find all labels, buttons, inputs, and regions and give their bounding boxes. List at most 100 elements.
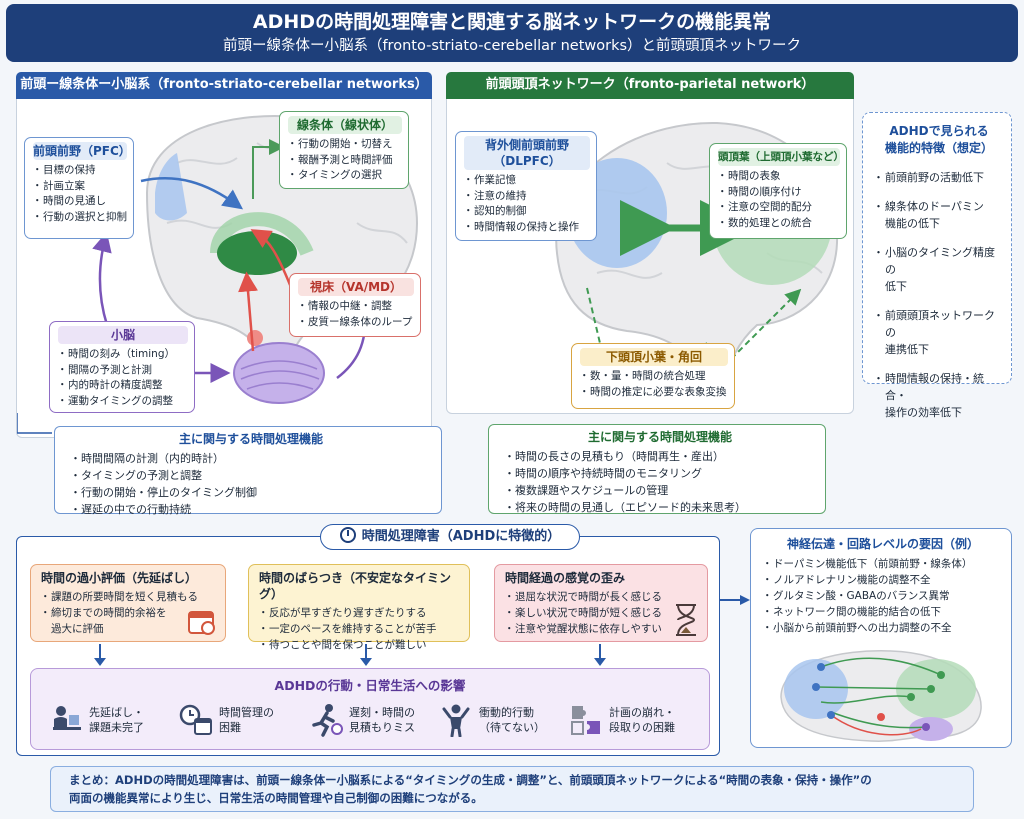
parietal-title: 頭頂葉（上頭頂小葉など） (718, 148, 844, 166)
cerebellum-item: 内的時計の精度調整 (57, 378, 188, 394)
variability-title: 時間のばらつき（不安定なタイミング） (259, 571, 452, 601)
variability-item: 待つことや間を保つことが難しい (258, 637, 461, 653)
impulsive-person-icon (442, 704, 470, 737)
impact-label: 計画の崩れ・ 段取りの困難 (609, 706, 675, 734)
distortion-item: 退屈な状況で時間が長く感じる (504, 589, 699, 605)
variability-item: 一定のペースを維持することが苦手 (258, 621, 461, 637)
ipl-item: 数・量・時間の統合処理 (579, 369, 728, 385)
features-title: ADHDで見られる 機能的特徴（想定） (884, 124, 993, 155)
neuro-link-arrow (720, 595, 750, 605)
impact-item: 先延ばし・ 課題未完了 (49, 703, 179, 743)
left-function-item: 時間間隔の計測（内的時計） (70, 450, 431, 467)
thalamus-box: 視床（VA/MD） 情報の中継・調整 皮質ー線条体のループ (289, 273, 421, 337)
impact-label: 遅刻・時間の 見積もりミス (349, 706, 415, 734)
cerebellum-box: 小脳 時間の刻み（timing） 間隔の予測と計測 内的時計の精度調整 運動タイ… (49, 321, 195, 413)
impact-item: 計画の崩れ・ 段取りの困難 (569, 703, 709, 743)
cerebellum-item: 間隔の予測と計測 (57, 363, 188, 379)
ipl-title: 下頭頂小葉・角回 (580, 348, 728, 366)
neuro-factors-box: 神経伝達・回路レベルの要因（例） ドーパミン機能低下（前頭前野・線条体） ノルア… (750, 528, 1012, 748)
dlpfc-box: 背外側前頭前野（DLPFC） 作業記憶 注意の維持 認知的制御 時間情報の保持と… (455, 131, 597, 241)
network-brain-illustration (780, 650, 982, 742)
striatum-box: 線条体（線状体） 行動の開始・切替え 報酬予測と時間評価 タイミングの選択 (279, 111, 409, 189)
pfc-item: 計画立案 (32, 179, 127, 195)
neuro-item: ノルアドレナリン機能の調整不全 (762, 572, 1003, 588)
right-function-item: 複数課題やスケジュールの管理 (504, 482, 815, 499)
neuro-item: 小脳から前頭前野への出力調整の不全 (762, 620, 1003, 636)
cerebellum-title: 小脳 (58, 326, 188, 344)
underestimation-item: 課題の所要時間を短く見積もる (40, 589, 217, 605)
ipl-box: 下頭頂小葉・角回 数・量・時間の統合処理 時間の推定に必要な表象変換 (571, 343, 735, 409)
dlpfc-item: 時間情報の保持と操作 (463, 220, 590, 236)
page-title: ADHDの時間処理障害と関連する脳ネットワークの機能異常 (252, 11, 772, 33)
striatum-item: 行動の開始・切替え (287, 137, 402, 153)
impairment-title: 時間処理障害（ADHDに特徴的） (361, 529, 561, 544)
underestimation-title: 時間の過小評価（先延ばし） (41, 571, 198, 585)
impact-title: ADHDの行動・日常生活への影響 (274, 678, 466, 693)
distortion-item: 楽しい状況で時間が短く感じる (504, 605, 699, 621)
right-functions-box: 主に関与する時間処理機能 時間の長さの見積もり（時間再生・産出） 時間の順序や持… (488, 424, 826, 516)
pfc-item: 時間の見通し (32, 194, 127, 210)
impairment-down-arrows (94, 644, 606, 666)
parietal-item: 数的処理との統合 (717, 216, 840, 232)
neuro-title: 神経伝達・回路レベルの要因（例） (786, 537, 979, 551)
neuro-item: ネットワーク間の機能的結合の低下 (762, 604, 1003, 620)
left-function-item: 行動の開始・停止のタイミング制御 (70, 484, 431, 501)
variability-item: 反応が早すぎたり遅すぎたりする (258, 605, 461, 621)
summary-box: まとめ：ADHDの時間処理障害は、前頭ー線条体ー小脳系による“タイミングの生成・… (50, 766, 974, 812)
right-network-panel: 前頭頭頂ネットワーク（fronto-parietal network） 背外側前… (446, 72, 854, 414)
left-network-panel: 前頭ー線条体ー小脳系（fronto-striato-cerebellar net… (16, 72, 432, 438)
left-functions-title: 主に関与する時間処理機能 (178, 432, 323, 446)
right-function-item: 将来の時間の見通し（エピソード的未来思考） (504, 499, 815, 516)
ipl-item: 時間の推定に必要な表象変換 (579, 385, 728, 401)
calendar-icon (188, 611, 215, 635)
thalamus-title: 視床（VA/MD） (298, 278, 414, 296)
parietal-item: 注意の空間的配分 (717, 200, 840, 216)
dlpfc-item: 作業記憶 (463, 173, 590, 189)
pfc-item: 目標の保持 (32, 163, 127, 179)
feature-item: 線条体のドーパミン 機能の低下 (873, 198, 1003, 232)
right-function-item: 時間の順序や持続時間のモニタリング (504, 465, 815, 482)
parietal-item: 時間の表象 (717, 169, 840, 185)
distortion-title: 時間経過の感覚の歪み (505, 571, 626, 585)
neuro-item: ドーパミン機能低下（前頭前野・線条体） (762, 556, 1003, 572)
distortion-card: 時間経過の感覚の歪み 退屈な状況で時間が長く感じる 楽しい状況で時間が短く感じる… (494, 564, 708, 642)
variability-card: 時間のばらつき（不安定なタイミング） 反応が早すぎたり遅すぎたりする 一定のペー… (248, 564, 470, 653)
page-subtitle: 前頭ー線条体ー小脳系（fronto-striato-cerebellar net… (222, 38, 802, 54)
feature-item: 時間情報の保持・統合・ 操作の効率低下 (873, 370, 1003, 421)
thalamus-item: 皮質ー線条体のループ (297, 315, 414, 331)
cerebellum-illustration (233, 342, 325, 404)
cerebellum-item: 時間の刻み（timing） (57, 347, 188, 363)
puzzle-icon (571, 706, 600, 735)
parietal-item: 時間の順序付け (717, 185, 840, 201)
left-function-item: タイミングの予測と調整 (70, 467, 431, 484)
underestimation-card: 時間の過小評価（先延ばし） 課題の所要時間を短く見積もる 締切までの時間的余裕を… (30, 564, 226, 642)
feature-item: 前頭前野の活動低下 (873, 169, 1003, 186)
feature-item: 小脳のタイミング精度の 低下 (873, 244, 1003, 295)
feature-item: 前頭頭頂ネットワークの 連携低下 (873, 307, 1003, 358)
cerebellum-item: 運動タイミングの調整 (57, 394, 188, 410)
striatum-item: タイミングの選択 (287, 168, 402, 184)
impact-item: 衝動的行動 （待てない） (439, 703, 569, 743)
impact-label: 衝動的行動 （待てない） (479, 706, 545, 734)
pfc-item: 行動の選択と抑制 (32, 210, 127, 226)
hourglass-icon (676, 604, 696, 636)
impairment-title-pill: 時間処理障害（ADHDに特徴的） (320, 524, 580, 550)
person-at-desk-icon (53, 706, 81, 730)
thalamus-item: 情報の中継・調整 (297, 299, 414, 315)
striatum-item: 報酬予測と時間評価 (287, 153, 402, 169)
left-functions-box: 主に関与する時間処理機能 時間間隔の計測（内的時計） タイミングの予測と調整 行… (54, 426, 442, 518)
impact-label: 先延ばし・ 課題未完了 (89, 706, 144, 734)
clock-calendar-icon (179, 704, 212, 735)
impact-item: 遅刻・時間の 見積もりミス (309, 703, 439, 743)
striatum-title: 線条体（線状体） (288, 116, 402, 134)
left-function-item: 遅延の中での行動持続 (70, 501, 431, 518)
neuro-item: グルタミン酸・GABAのバランス異常 (762, 588, 1003, 604)
left-panel-title: 前頭ー線条体ー小脳系（fronto-striato-cerebellar net… (16, 72, 432, 99)
pfc-title: 前頭前野（PFC） (33, 142, 131, 160)
parietal-box: 頭頂葉（上頭頂小葉など） 時間の表象 時間の順序付け 注意の空間的配分 数的処理… (709, 143, 847, 239)
dlpfc-item: 認知的制御 (463, 204, 590, 220)
impact-label: 時間管理の 困難 (219, 706, 274, 734)
clock-icon (339, 527, 356, 543)
running-person-icon (312, 704, 343, 737)
impact-box: ADHDの行動・日常生活への影響 先延ばし・ 課題未完了 時間管理の 困難 遅刻… (30, 668, 710, 750)
